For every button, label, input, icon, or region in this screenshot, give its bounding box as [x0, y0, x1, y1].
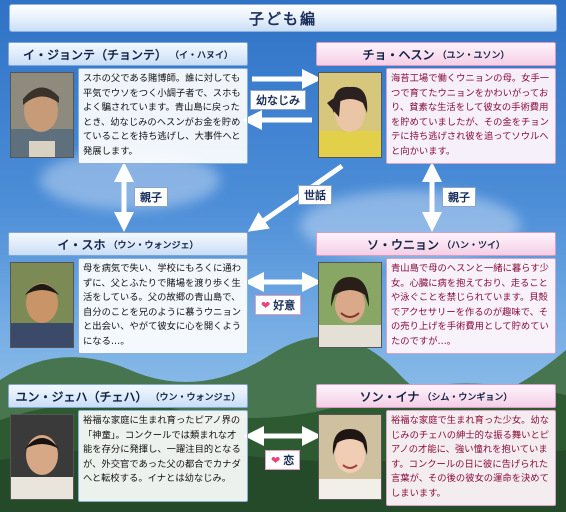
character-photo [10, 262, 74, 348]
character-name-header: ソン・イナ （シム・ウンギョン） [316, 384, 556, 408]
character-description: 母を病気で失い、学校にもろくに通わずに、父とふたりで賭場を渡り歩く生活をしている… [78, 258, 248, 354]
actor-name: （イ・ハヌイ） [170, 50, 234, 61]
character-name-header: チョ・ヘスン （ユン・ユソン） [316, 42, 556, 66]
character-description: 裕福な家庭に生まれ育ったピアノ界の「神童」。コンクールでは類まれな才能を存分に発… [78, 410, 248, 502]
character-photo [318, 414, 382, 500]
heart-icon: ❤ [261, 298, 271, 312]
relation-oyako-left-label: 親子 [134, 187, 168, 207]
character-card-yunjeha: ユン・ジェハ（チェハ） （ウン・ウォンジェ） 裕福な家庭に生まれ育ったピアノ界の… [8, 384, 248, 502]
actor-name: （シム・ウンギョン） [422, 392, 513, 403]
character-name-header: ソ・ウニョン （ハン・ツイ） [316, 232, 556, 256]
relation-osananajimi-label: 幼なじみ [250, 90, 306, 110]
relation-oyako-right-label: 親子 [442, 187, 476, 207]
character-name-header: ユン・ジェハ（チェハ） （ウン・ウォンジェ） [8, 384, 248, 408]
character-name: ソン・イナ [359, 389, 420, 404]
character-card-ijonte: イ・ジョンテ（チョンテ） （イ・ハヌイ） スホの父である賭博師。誰に対しても平気… [8, 42, 248, 164]
character-card-chohesun: チョ・ヘスン （ユン・ユソン） 海苔工場で働くウニョンの母。女手一つで育てたウニ… [316, 42, 556, 164]
character-name: イ・スホ [57, 237, 106, 252]
actor-name: （ユン・ユソン） [437, 50, 510, 61]
character-card-isuho: イ・スホ （ウン・ウォンジェ） 母を病気で失い、学校にもろくに通わずに、父とふた… [8, 232, 248, 354]
character-photo [318, 262, 382, 348]
character-photo [10, 414, 74, 500]
character-name: ユン・ジェハ（チェハ） [15, 389, 148, 404]
actor-name: （ハン・ツイ） [442, 240, 506, 251]
character-name-header: イ・スホ （ウン・ウォンジェ） [8, 232, 248, 256]
character-description: 裕福な家庭で生まれ育った少女。幼なじみのチェハの紳士的な振る舞いとピアノの才能に… [386, 410, 556, 506]
character-card-sowunyon: ソ・ウニョン （ハン・ツイ） 青山島で母のヘスンと一緒に暮らす少女。心臓に病を抱… [316, 232, 556, 354]
actor-name: （ウン・ウォンジェ） [108, 240, 199, 251]
relation-sewa-label: 世話 [298, 185, 332, 205]
character-description: 青山島で母のヘスンと一緒に暮らす少女。心臓に病を抱えており、走ることや泳ぐことを… [386, 258, 556, 354]
heart-icon: ❤ [271, 453, 281, 467]
character-photo [10, 72, 74, 158]
character-photo [318, 72, 382, 158]
character-name-header: イ・ジョンテ（チョンテ） （イ・ハヌイ） [8, 42, 248, 66]
relation-koui-text: 好意 [273, 299, 296, 312]
character-description: スホの父である賭博師。誰に対しても平気でウソをつく小調子者で、スホもよく騙されて… [78, 68, 248, 164]
actor-name: （ウン・ウォンジェ） [150, 392, 241, 403]
character-name: チョ・ヘスン [362, 47, 435, 62]
relation-koi-text: 恋 [283, 454, 295, 467]
character-name: ソ・ウニョン [366, 237, 439, 252]
character-description: 海苔工場で働くウニョンの母。女手一つで育てたウニョンをかわいがっており、貧素な生… [386, 68, 556, 164]
relation-koui-label: ❤ 好意 [255, 295, 302, 315]
relation-koi-label: ❤ 恋 [265, 450, 301, 470]
character-name: イ・ジョンテ（チョンテ） [22, 47, 167, 62]
character-card-songina: ソン・イナ （シム・ウンギョン） 裕福な家庭で生まれ育った少女。幼なじみのチェハ… [316, 384, 556, 506]
page-title: 子ども編 [9, 4, 557, 32]
